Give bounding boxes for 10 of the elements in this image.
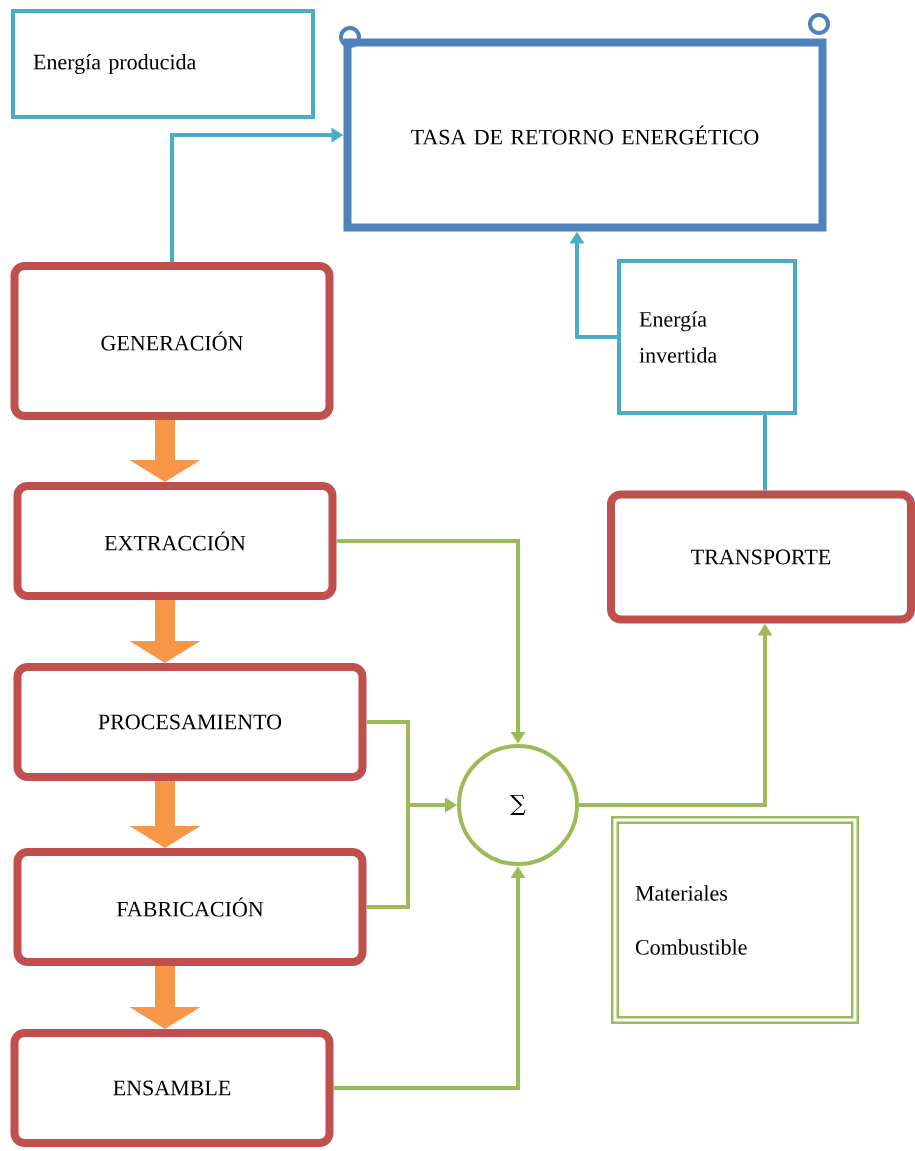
process-box: FABRICACIÓN [13,848,367,966]
process-box: ENSAMBLE [10,1029,334,1147]
scroll-banner: TASA DE RETORNO ENERGÉTICO [343,38,827,232]
process-box: TRANSPORTE [607,490,915,624]
process-box: PROCESAMIENTO [13,663,367,781]
text-box: Energía producida [11,9,315,119]
text-box: Energía invertida [617,259,797,415]
text-box: Materiales Combustible [611,816,859,1024]
process-box: GENERACIÓN [10,262,334,420]
process-box: EXTRACCIÓN [13,482,337,600]
